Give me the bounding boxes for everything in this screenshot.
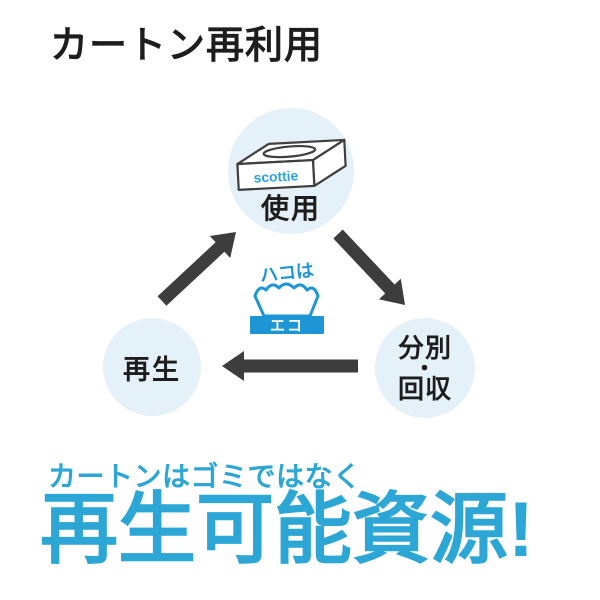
sort-label-line2: 回収: [397, 373, 452, 404]
page-title: カートン再利用: [50, 25, 324, 67]
cycle-step-sort-collect: 分別 ・ 回収: [375, 318, 475, 418]
arrow-sort-to-recycle-icon: [222, 351, 358, 381]
sort-label-line1: 分別: [397, 332, 452, 363]
cycle-step-recycle-label: 再生: [123, 354, 181, 385]
arrow-recycle-to-use-icon: [157, 232, 236, 306]
eco-logo-band: [250, 316, 324, 334]
eco-logo-box-text: エコ: [270, 318, 304, 335]
cycle-step-use-label: 使用: [260, 193, 321, 224]
hako-wa-eco-logo: ハコは エコ: [250, 262, 324, 335]
sort-label-dot: ・: [413, 355, 437, 381]
tissue-box-icon: scottie: [236, 138, 347, 191]
eco-logo-top-text: ハコは: [259, 262, 315, 286]
footer-headline-text: 再生可能資源!: [40, 485, 534, 573]
cycle-step-recycle: 再生: [103, 318, 201, 416]
arrow-use-to-sort-icon: [333, 229, 405, 305]
cycle-step-use: scottie 使用: [228, 108, 354, 234]
footer-lead-text: カートンはゴミではなく: [48, 461, 362, 492]
eco-crushed-box-icon: [253, 282, 320, 318]
cycle-step-sort-collect-label: 分別 ・ 回収: [375, 318, 475, 418]
tissue-box-brand: scottie: [253, 167, 299, 185]
